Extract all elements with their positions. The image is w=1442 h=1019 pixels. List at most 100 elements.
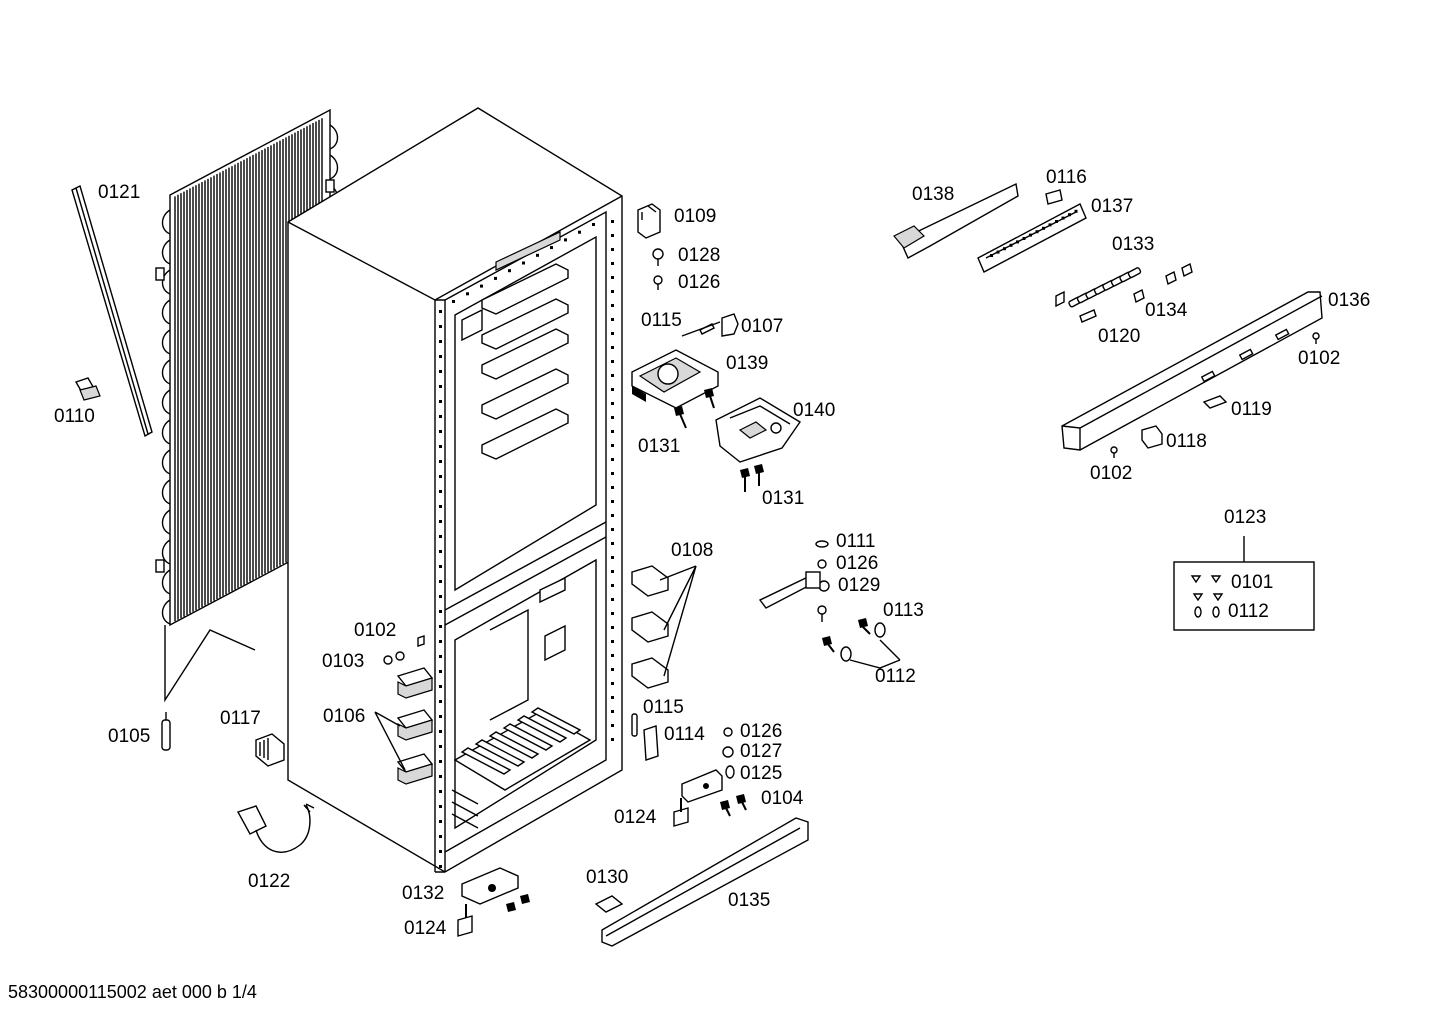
frame-hole: [611, 542, 614, 545]
frame-hole: [439, 820, 442, 823]
evaporator-tube: [451, 789, 479, 805]
drier-part: [161, 712, 171, 751]
frame-hole: [439, 535, 442, 538]
drawing-number: 58300000115002 aet 000 b 1/4: [8, 982, 257, 1002]
shelf-support: [481, 328, 569, 380]
frame-hole: [480, 284, 483, 288]
frame-hole: [611, 500, 614, 503]
frame-hole: [611, 724, 614, 727]
condenser-bend: [161, 269, 171, 295]
frame-hole: [550, 246, 553, 250]
evaporator-fin: [474, 739, 526, 767]
label-p0119: 0119: [1231, 399, 1272, 420]
frame-hole: [611, 388, 614, 391]
frame-hole: [611, 234, 614, 237]
screws-0113-0112: [822, 618, 901, 669]
condenser-bend: [161, 299, 171, 325]
pin-and-clip: [681, 313, 739, 337]
part-0119: [1202, 395, 1228, 409]
frame-hole: [611, 346, 614, 349]
kit-screw: [1212, 593, 1224, 602]
frame-hole: [439, 445, 442, 448]
frame-hole: [439, 340, 442, 343]
kit-cap: [1194, 606, 1202, 618]
condenser-bend: [161, 539, 171, 565]
condenser-bend: [161, 389, 171, 415]
board-pin: [1016, 240, 1019, 244]
frame-hole: [611, 584, 614, 587]
label-p0127: 0127: [740, 741, 782, 762]
label-p0121: 0121: [98, 182, 140, 203]
frame-hole: [611, 444, 614, 447]
frame-hole: [508, 269, 511, 273]
label-p0103: 0103: [322, 651, 364, 672]
board-pin: [1003, 247, 1006, 251]
kickplate-0135: [601, 817, 809, 947]
condenser-bend: [161, 329, 171, 355]
label-p0110: 0110: [54, 406, 95, 427]
board-pin: [1061, 216, 1065, 220]
label-p0137: 0137: [1091, 196, 1133, 217]
label-p0131b: 0131: [762, 488, 804, 509]
kit-screw: [1210, 575, 1222, 584]
label-p0109: 0109: [674, 206, 716, 227]
frame-hole: [611, 528, 614, 531]
label-p0112a: 0112: [875, 666, 916, 687]
frame-hole: [611, 276, 614, 279]
label-p0123: 0123: [1224, 507, 1266, 528]
condenser-bend: [329, 154, 339, 180]
condenser-bend: [161, 419, 171, 445]
board-pin: [1042, 226, 1045, 230]
frame-hole: [611, 668, 614, 671]
frame-hole: [611, 430, 614, 433]
frame-hole: [439, 370, 442, 373]
bottom-hinge: [457, 867, 530, 937]
frame-hole: [439, 715, 442, 718]
evaporator-fin: [488, 731, 540, 759]
label-p0117: 0117: [220, 708, 261, 729]
rail-strip: [71, 184, 153, 438]
board-pin: [996, 250, 1000, 254]
label-p0102a: 0102: [354, 620, 396, 641]
frame-hole: [611, 556, 614, 559]
kit-screw: [1190, 575, 1202, 584]
label-p0111: 0111: [836, 531, 875, 552]
label-p0118: 0118: [1166, 431, 1207, 452]
frame-hole: [611, 262, 614, 265]
label-p0107: 0107: [741, 316, 783, 337]
frame-hole: [611, 612, 614, 615]
frame-hole: [439, 415, 442, 418]
frame-hole: [439, 610, 442, 613]
cap-0130: [594, 895, 624, 913]
frame-hole: [611, 332, 614, 335]
button-cap: [1127, 267, 1142, 279]
frame-hole: [439, 655, 442, 658]
board-pin: [1068, 213, 1071, 217]
frame-hole: [611, 696, 614, 699]
label-p0138: 0138: [912, 184, 954, 205]
frame-hole: [564, 238, 567, 242]
board-pin: [1009, 243, 1013, 247]
kit-cap: [1212, 606, 1220, 618]
frame-hole: [439, 685, 442, 688]
evaporator-fin: [516, 715, 568, 743]
frame-hole: [439, 835, 442, 838]
frame-hole: [611, 458, 614, 461]
shelf-support: [481, 368, 569, 420]
screw-0102-bottom: [1110, 446, 1118, 458]
label-p0139: 0139: [726, 353, 768, 374]
frame-hole: [611, 682, 614, 685]
label-p0124b: 0124: [404, 918, 447, 939]
part-labels: 0121011001050117012201020103010601090128…: [54, 167, 1370, 939]
buttons-0133: [1068, 267, 1142, 308]
frame-hole: [439, 625, 442, 628]
frame-hole: [439, 430, 442, 433]
frame-hole: [578, 230, 581, 234]
shelf-support: [481, 263, 569, 315]
screw-set-top: [652, 248, 664, 290]
frame-hole: [439, 355, 442, 358]
frame-hole: [611, 738, 614, 741]
label-p0128: 0128: [678, 245, 720, 266]
frame-hole: [439, 595, 442, 598]
pin-0115-lower: [631, 713, 638, 737]
